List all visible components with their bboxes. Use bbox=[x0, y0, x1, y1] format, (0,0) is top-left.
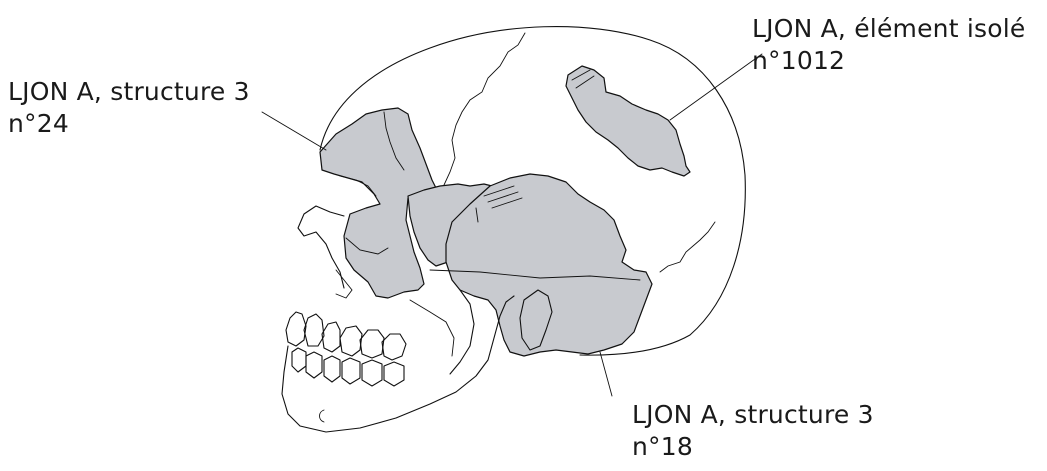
nasal-aperture bbox=[336, 270, 352, 298]
lower-teeth bbox=[292, 348, 404, 386]
label-fragment-1012: LJON A, élément isolé n°1012 bbox=[752, 13, 1025, 77]
label-fragment-1012-line1: LJON A, élément isolé bbox=[752, 13, 1025, 45]
nasal-bone bbox=[298, 206, 344, 288]
coronal-suture bbox=[444, 33, 525, 185]
fragment-18 bbox=[446, 174, 652, 356]
label-fragment-1012-line2: n°1012 bbox=[752, 45, 1025, 77]
label-fragment-18-line2: n°18 bbox=[632, 431, 874, 463]
lambdoid-suture bbox=[660, 222, 715, 272]
leader-line-18 bbox=[600, 352, 612, 396]
label-fragment-18: LJON A, structure 3 n°18 bbox=[632, 399, 874, 463]
label-fragment-24-line1: LJON A, structure 3 bbox=[8, 76, 250, 108]
label-fragment-24-line2: n°24 bbox=[8, 108, 250, 140]
leader-line-1012 bbox=[670, 54, 762, 120]
coronoid-notch bbox=[410, 300, 454, 356]
mandible-ramus bbox=[450, 290, 474, 374]
label-fragment-24: LJON A, structure 3 n°24 bbox=[8, 76, 250, 140]
upper-teeth bbox=[286, 312, 406, 360]
mental-foramen bbox=[320, 410, 325, 422]
label-fragment-18-line1: LJON A, structure 3 bbox=[632, 399, 874, 431]
leader-line-24 bbox=[262, 112, 326, 150]
